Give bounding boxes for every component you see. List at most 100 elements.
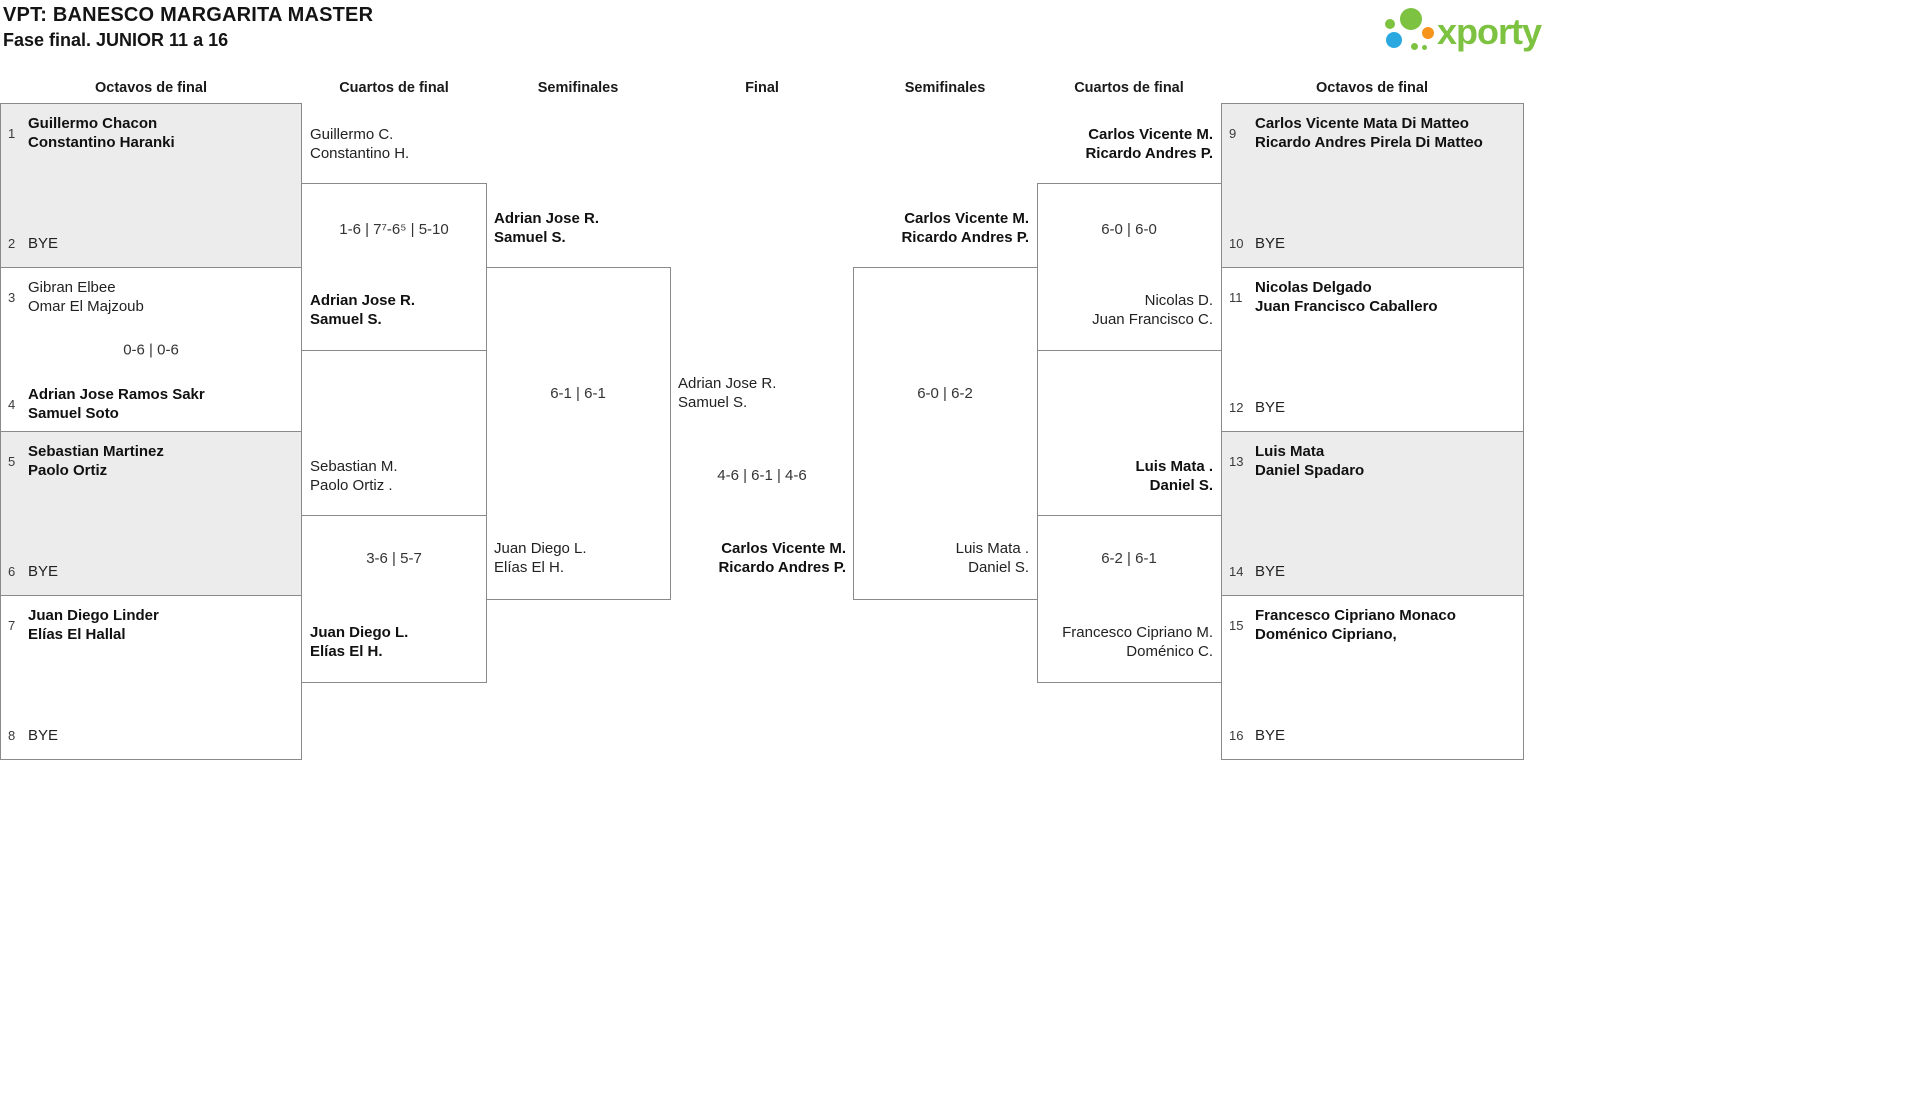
team-name-line: Guillermo C. <box>310 126 394 143</box>
team-name: Guillermo Chacon Constantino Haranki <box>28 114 175 152</box>
team-name-line: Carlos Vicente M. <box>1088 126 1213 143</box>
round-header-cuartos-left: Cuartos de final <box>339 80 449 96</box>
team-name-line: Daniel S. <box>1149 477 1213 494</box>
team-name-line: Juan Diego L. <box>310 624 409 641</box>
team-name: BYE <box>28 726 58 745</box>
seed-number: 12 <box>1229 400 1244 415</box>
match-score: 6-1 | 6-1 <box>550 385 606 402</box>
team-name-line: BYE <box>28 563 59 580</box>
seed-number: 13 <box>1229 453 1244 469</box>
team-entry: 8 BYE <box>8 726 294 745</box>
team-name-line: Ricardo Andres P. <box>901 229 1029 246</box>
seed-number: 4 <box>8 396 16 412</box>
page-subtitle: Fase final. JUNIOR 11 a 16 <box>3 30 229 50</box>
team-name-line: BYE <box>1255 235 1286 252</box>
team-entry: 15 Francesco Cipriano Monaco Doménico Ci… <box>1229 606 1516 644</box>
team-name-line: Carlos Vicente M. <box>721 540 846 557</box>
team-name-line: Paolo Ortiz <box>28 462 108 479</box>
team-name: Juan Diego Linder Elías El Hallal <box>28 606 159 644</box>
team-name: Carlos Vicente M. Ricardo Andres P. <box>861 209 1029 247</box>
team-name-line: Nicolas Delgado <box>1255 279 1372 296</box>
team-name: BYE <box>28 562 58 581</box>
team-entry: 12 BYE <box>1229 398 1516 417</box>
match-box: 9 Carlos Vicente Mata Di Matteo Ricardo … <box>1221 103 1524 268</box>
round-header-final: Final <box>745 80 779 96</box>
team-name: Adrian Jose R. Samuel S. <box>310 291 415 329</box>
team-name-line: Samuel S. <box>494 229 566 246</box>
team-name-line: Paolo Ortiz . <box>310 477 393 494</box>
team-name-line: BYE <box>1255 727 1286 744</box>
match-box: 11 Nicolas Delgado Juan Francisco Caball… <box>1221 267 1524 432</box>
logo-dot-green-tiny <box>1411 43 1418 50</box>
team-entry: 7 Juan Diego Linder Elías El Hallal <box>8 606 294 644</box>
team-name: Carlos Vicente M. Ricardo Andres P. <box>1045 125 1213 163</box>
team-name-line: BYE <box>28 235 59 252</box>
seed-number: 15 <box>1229 617 1244 633</box>
team-name: BYE <box>1255 726 1285 745</box>
team-name-line: Luis Mata . <box>955 540 1029 557</box>
seed-number: 10 <box>1229 236 1244 251</box>
team-name: Carlos Vicente Mata Di Matteo Ricardo An… <box>1255 114 1483 152</box>
team-name: Sebastian M. Paolo Ortiz . <box>310 457 398 495</box>
seed-number: 7 <box>8 617 16 633</box>
seed-number: 16 <box>1229 728 1244 743</box>
round-header-semis-left: Semifinales <box>537 80 619 96</box>
team-name-line: Samuel S. <box>678 394 748 411</box>
match-box: 15 Francesco Cipriano Monaco Doménico Ci… <box>1221 595 1524 760</box>
seed-number: 9 <box>1229 125 1237 141</box>
seed-number: 2 <box>8 236 16 251</box>
seed-number: 14 <box>1229 564 1244 579</box>
team-name-line: Luis Mata . <box>1135 458 1213 475</box>
page-title: VPT: BANESCO MARGARITA MASTER <box>3 4 374 26</box>
team-name-line: Francesco Cipriano Monaco <box>1255 607 1456 624</box>
team-name: Adrian Jose R. Samuel S. <box>494 209 599 247</box>
team-name: Nicolas D. Juan Francisco C. <box>1045 291 1213 329</box>
logo-wordmark: xporty <box>1437 11 1542 52</box>
match-score: 6-0 | 6-0 <box>1101 221 1157 238</box>
team-name: Juan Diego L. Elías El H. <box>310 623 408 661</box>
team-name: Adrian Jose Ramos Sakr Samuel Soto <box>28 385 205 423</box>
team-entry: 3 Gibran Elbee Omar El Majzoub <box>8 278 294 316</box>
logo-dot-green-large <box>1400 8 1422 30</box>
team-name-line: BYE <box>1255 563 1286 580</box>
team-name-line: Elías El H. <box>310 643 383 660</box>
team-entry: 6 BYE <box>8 562 294 581</box>
team-name: Adrian Jose R. Samuel S. <box>678 374 776 412</box>
match-score: 4-6 | 6-1 | 4-6 <box>717 467 807 484</box>
match-score: 0-6 | 0-6 <box>123 341 179 358</box>
team-name-line: Guillermo Chacon <box>28 115 158 132</box>
match-box: 5 Sebastian Martinez Paolo Ortiz 6 BYE <box>0 431 302 596</box>
team-name-line: Adrian Jose R. <box>310 292 416 309</box>
team-entry: 9 Carlos Vicente Mata Di Matteo Ricardo … <box>1229 114 1516 152</box>
match-box: 1 Guillermo Chacon Constantino Haranki 2… <box>0 103 302 268</box>
team-name: Francesco Cipriano M. Doménico C. <box>1045 623 1213 661</box>
team-name-line: Luis Mata <box>1255 443 1325 460</box>
match-score: 6-2 | 6-1 <box>1101 550 1157 567</box>
team-entry: 10 BYE <box>1229 234 1516 253</box>
match-box <box>853 267 1038 600</box>
team-name-line: Carlos Vicente M. <box>904 210 1029 227</box>
team-name: Carlos Vicente M. Ricardo Andres P. <box>678 539 846 577</box>
logo-dot-orange <box>1422 27 1434 39</box>
team-name-line: Sebastian M. <box>310 458 398 475</box>
team-entry: 4 Adrian Jose Ramos Sakr Samuel Soto <box>8 385 294 423</box>
team-name-line: Omar El Majzoub <box>28 298 144 315</box>
match-box <box>486 267 671 600</box>
seed-number: 11 <box>1229 289 1243 305</box>
seed-number: 6 <box>8 564 16 579</box>
logo-dot-blue <box>1386 32 1402 48</box>
team-entry: 14 BYE <box>1229 562 1516 581</box>
team-name-line: Elías El Hallal <box>28 626 126 643</box>
team-name: Guillermo C. Constantino H. <box>310 125 409 163</box>
team-name: Gibran Elbee Omar El Majzoub <box>28 278 144 316</box>
team-name-line: Constantino H. <box>310 145 410 162</box>
team-entry: 16 BYE <box>1229 726 1516 745</box>
team-name-line: Daniel S. <box>968 559 1029 576</box>
seed-number: 3 <box>8 289 16 305</box>
team-name-line: Adrian Jose Ramos Sakr <box>28 386 205 403</box>
team-name-line: Juan Francisco C. <box>1092 311 1213 328</box>
match-score: 6-0 | 6-2 <box>917 385 973 402</box>
team-name: Luis Mata Daniel Spadaro <box>1255 442 1364 480</box>
team-entry: 13 Luis Mata Daniel Spadaro <box>1229 442 1516 480</box>
match-score: 3-6 | 5-7 <box>366 550 422 567</box>
